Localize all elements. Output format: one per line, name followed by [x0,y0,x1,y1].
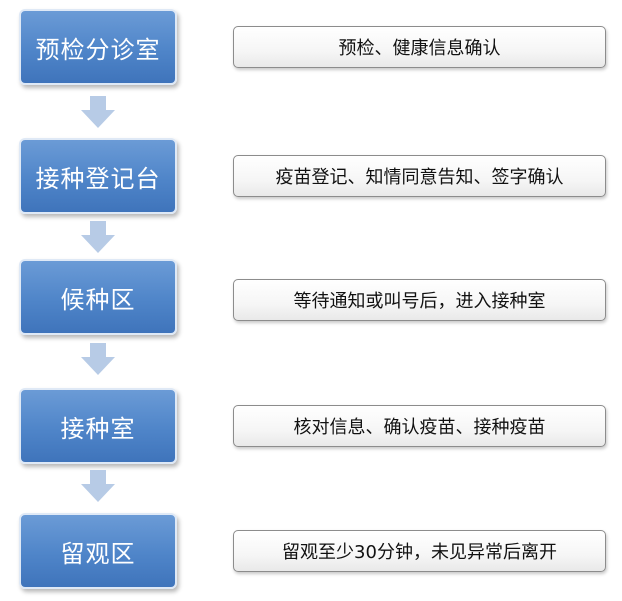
step-box-vaccination-room: 接种室 [19,388,177,464]
step-label: 候种区 [60,285,136,314]
step-box-pre-screening: 预检分诊室 [19,9,177,85]
description-box-pre-screening: 预检、健康信息确认 [233,26,606,68]
description-box-vaccination-room: 核对信息、确认疫苗、接种疫苗 [233,405,606,447]
down-arrow-icon [81,343,115,375]
description-text: 等待通知或叫号后，进入接种室 [293,291,546,312]
step-label: 接种室 [60,414,136,443]
step-box-waiting-area: 候种区 [19,259,177,335]
description-text: 疫苗登记、知情同意告知、签字确认 [275,167,564,188]
down-arrow-icon [81,221,115,253]
description-box-registration: 疫苗登记、知情同意告知、签字确认 [233,155,606,197]
description-text: 核对信息、确认疫苗、接种疫苗 [293,417,546,438]
step-box-registration: 接种登记台 [19,138,177,214]
down-arrow-icon [81,96,115,128]
step-box-observation-area: 留观区 [19,513,177,589]
step-label: 接种登记台 [35,164,161,193]
description-text: 留观至少30分钟，未见异常后离开 [282,542,557,563]
down-arrow-icon [81,470,115,502]
description-text: 预检、健康信息确认 [338,38,501,59]
step-label: 留观区 [60,539,136,568]
description-box-waiting-area: 等待通知或叫号后，进入接种室 [233,279,606,321]
description-box-observation-area: 留观至少30分钟，未见异常后离开 [233,530,606,572]
step-label: 预检分诊室 [35,35,161,64]
